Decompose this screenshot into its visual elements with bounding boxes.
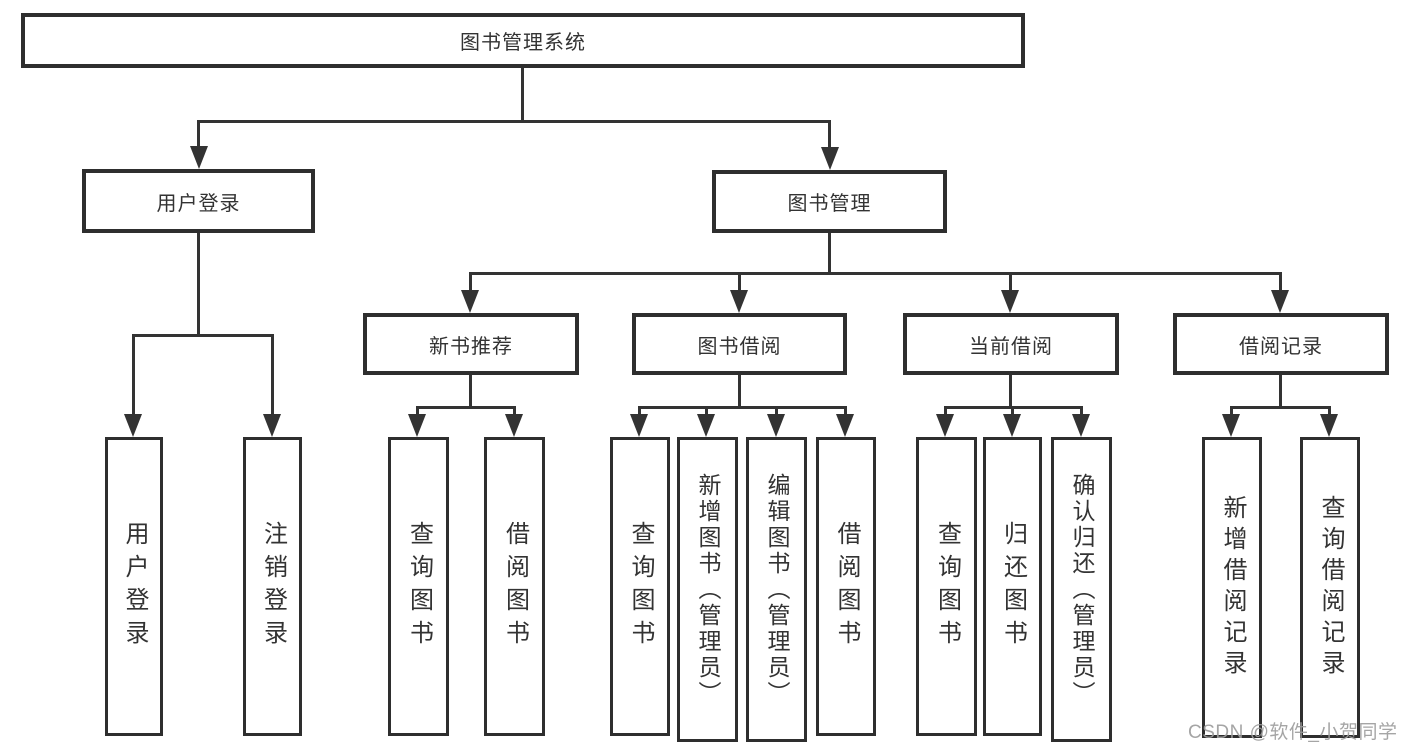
node-borrowing-records: 借阅记录	[1173, 313, 1389, 375]
arrow-down-icon	[124, 414, 142, 437]
node-book-management: 图书管理	[712, 170, 947, 233]
leaf-label: 查询图书	[933, 520, 961, 653]
leaf-user-login: 用户登录	[105, 437, 163, 736]
arrow-down-icon	[821, 147, 839, 170]
connector-section-stem	[1009, 375, 1012, 409]
node-library-management-system: 图书管理系统	[21, 13, 1025, 68]
arrow-down-icon	[1003, 414, 1021, 437]
leaf-cb-return-books: 归还图书	[983, 437, 1042, 736]
connector-drop	[738, 272, 741, 294]
connector-section-stem	[469, 375, 472, 409]
arrow-down-icon	[836, 414, 854, 437]
leaf-br-query-record: 查询借阅记录	[1300, 437, 1360, 738]
arrow-down-icon	[1001, 290, 1019, 313]
connector-drop	[1279, 272, 1282, 294]
connector-drop	[1328, 406, 1331, 418]
connector-drop	[828, 120, 831, 149]
leaf-label: 查询图书	[405, 520, 433, 653]
node-new-book-recommend: 新书推荐	[363, 313, 579, 375]
leaf-label: 查询图书	[627, 520, 654, 653]
node-label: 图书管理	[787, 193, 872, 215]
node-label: 当前借阅	[969, 335, 1053, 358]
arrow-down-icon	[461, 290, 479, 313]
connector-drop	[469, 272, 472, 294]
connector-bookmgmt-rail	[469, 272, 1282, 275]
node-label: 图书借阅	[697, 335, 782, 358]
leaf-label: 归还图书	[999, 520, 1027, 653]
connector-drop	[1230, 406, 1233, 418]
leaf-nb-query-books: 查询图书	[388, 437, 449, 736]
leaf-label: 新增图书（管理员）	[695, 472, 721, 707]
arrow-down-icon	[767, 414, 785, 437]
connector-drop	[1080, 406, 1083, 418]
leaf-bb-borrow-books: 借阅图书	[816, 437, 876, 736]
connector-drop	[271, 334, 274, 418]
connector-drop	[1009, 272, 1012, 294]
connector-userlogin-rail	[132, 334, 274, 337]
connector-drop	[132, 334, 135, 418]
leaf-label: 注销登录	[259, 520, 287, 653]
node-current-borrowing: 当前借阅	[903, 313, 1119, 375]
leaf-label: 确认归还（管理员）	[1069, 472, 1095, 707]
connector-section-stem	[738, 375, 741, 409]
connector-drop	[638, 406, 641, 418]
leaf-label: 新增借阅记录	[1219, 494, 1246, 681]
connector-root-rail	[197, 120, 831, 123]
arrow-down-icon	[1320, 414, 1338, 437]
connector-section-rail	[638, 406, 847, 409]
connector-drop	[416, 406, 419, 418]
connector-userlogin-stem	[197, 233, 200, 337]
leaf-nb-borrow-books: 借阅图书	[484, 437, 545, 736]
connector-section-stem	[1279, 375, 1282, 409]
node-label: 借阅记录	[1239, 335, 1323, 358]
leaf-cb-query-books: 查询图书	[916, 437, 977, 736]
connector-drop	[513, 406, 516, 418]
leaf-bb-edit-books-admin: 编辑图书（管理员）	[746, 437, 807, 742]
node-user-login: 用户登录	[82, 169, 315, 233]
arrow-down-icon	[1072, 414, 1090, 437]
connector-section-rail	[416, 406, 516, 409]
leaf-label: 借阅图书	[833, 520, 860, 653]
connector-drop	[775, 406, 778, 418]
arrow-down-icon	[697, 414, 715, 437]
leaf-label: 用户登录	[121, 520, 148, 653]
leaf-bb-query-books: 查询图书	[610, 437, 670, 736]
node-label: 图书管理系统	[460, 32, 586, 54]
arrow-down-icon	[630, 414, 648, 437]
leaf-label: 借阅图书	[501, 520, 529, 653]
leaf-br-add-record: 新增借阅记录	[1202, 437, 1262, 738]
node-label: 新书推荐	[429, 335, 513, 358]
arrow-down-icon	[1271, 290, 1289, 313]
connector-section-rail	[1230, 406, 1331, 409]
arrow-down-icon	[263, 414, 281, 437]
arrow-down-icon	[730, 290, 748, 313]
connector-root-stem	[521, 68, 524, 123]
leaf-logout: 注销登录	[243, 437, 302, 736]
connector-drop	[1011, 406, 1014, 418]
arrow-down-icon	[505, 414, 523, 437]
connector-drop	[844, 406, 847, 418]
connector-drop	[705, 406, 708, 418]
node-label: 用户登录	[156, 192, 241, 215]
csdn-watermark: CSDN @软件_小贺同学	[1188, 722, 1398, 743]
leaf-bb-add-books-admin: 新增图书（管理员）	[677, 437, 738, 742]
arrow-down-icon	[936, 414, 954, 437]
connector-drop	[944, 406, 947, 418]
arrow-down-icon	[1222, 414, 1240, 437]
connector-drop	[197, 120, 200, 149]
leaf-label: 查询借阅记录	[1317, 494, 1344, 681]
node-book-borrowing: 图书借阅	[632, 313, 847, 375]
connector-bookmgmt-stem	[828, 233, 831, 275]
leaf-label: 编辑图书（管理员）	[764, 472, 790, 707]
arrow-down-icon	[408, 414, 426, 437]
arrow-down-icon	[190, 146, 208, 169]
leaf-cb-confirm-return-admin: 确认归还（管理员）	[1051, 437, 1112, 742]
